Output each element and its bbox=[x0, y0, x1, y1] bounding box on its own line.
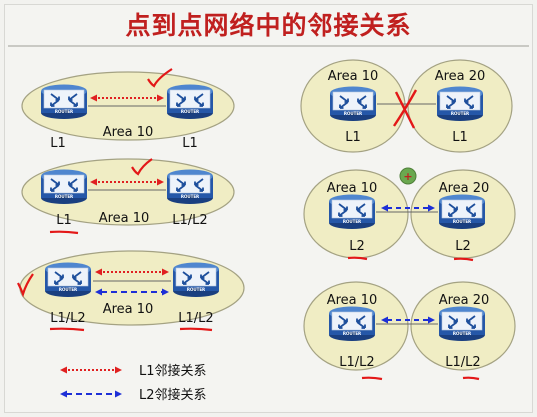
cursor-icon bbox=[399, 167, 417, 185]
left-diagram-3: Area 10 L1/L2 L1/L2 bbox=[17, 250, 245, 332]
router-b-label: L2 bbox=[455, 239, 471, 254]
underline-mark bbox=[462, 376, 480, 381]
left-diagram-1: Area 10 L1 L1 bbox=[21, 68, 235, 151]
router-icon bbox=[438, 193, 486, 230]
router-icon bbox=[44, 261, 92, 298]
left-diagram-2: Area 10 L1 L1/L2 bbox=[21, 158, 235, 235]
area-b-label: Area 20 bbox=[435, 69, 486, 84]
area-b-label: Area 20 bbox=[439, 181, 490, 196]
router-a-label: L1 bbox=[50, 136, 66, 151]
router-b-label: L1/L2 bbox=[172, 213, 207, 228]
area-label: Area 10 bbox=[103, 125, 154, 140]
router-a-label: L1 bbox=[345, 130, 361, 145]
legend-l1-arrows bbox=[60, 366, 122, 374]
legend-l2-label: L2邻接关系 bbox=[139, 387, 207, 403]
underline-mark bbox=[347, 256, 368, 261]
right-diagram-3: Area 10 Area 20 L1/L2 L1/L2 bbox=[303, 281, 516, 381]
slide-title: 点到点网络中的邻接关系 bbox=[125, 11, 412, 40]
underline-mark bbox=[361, 376, 383, 381]
router-b-label: L1 bbox=[182, 136, 198, 151]
area-a-label: Area 10 bbox=[327, 293, 378, 308]
area-b-label: Area 20 bbox=[439, 293, 490, 308]
router-icon bbox=[166, 83, 214, 120]
check-mark bbox=[131, 158, 153, 176]
underline-mark bbox=[453, 257, 474, 262]
cross-mark bbox=[393, 89, 418, 129]
router-a-label: L1 bbox=[56, 213, 72, 228]
router-icon bbox=[40, 83, 88, 120]
router-b-label: L1 bbox=[452, 130, 468, 145]
right-diagram-1: Area 10 Area 20 L1 L1 bbox=[300, 59, 513, 153]
router-icon bbox=[328, 193, 376, 230]
underline-mark bbox=[49, 327, 85, 332]
check-mark bbox=[17, 273, 34, 298]
router-icon bbox=[329, 85, 377, 122]
router-icon bbox=[172, 261, 220, 298]
router-a-label: L1/L2 bbox=[339, 355, 374, 370]
area-label: Area 10 bbox=[99, 211, 150, 226]
area-label: Area 10 bbox=[103, 302, 154, 317]
underline-mark bbox=[179, 327, 213, 332]
underline-mark bbox=[49, 230, 79, 235]
router-a-label: L1/L2 bbox=[50, 311, 85, 326]
area-a-label: Area 10 bbox=[327, 181, 378, 196]
area-a-label: Area 10 bbox=[328, 69, 379, 84]
title-divider bbox=[8, 45, 529, 47]
right-diagram-2: Area 10 Area 20 L2 L2 + bbox=[303, 167, 516, 262]
router-b-label: L1/L2 bbox=[445, 355, 480, 370]
legend: L1邻接关系 L2邻接关系 bbox=[60, 363, 207, 403]
router-b-label: L1/L2 bbox=[178, 311, 213, 326]
check-mark bbox=[147, 68, 173, 88]
legend-l1-label: L1邻接关系 bbox=[139, 363, 207, 379]
router-a-label: L2 bbox=[349, 239, 365, 254]
legend-l2-arrows bbox=[60, 390, 122, 398]
router-icon bbox=[436, 85, 484, 122]
router-icon bbox=[40, 168, 88, 205]
cursor-plus: + bbox=[403, 170, 412, 183]
router-icon bbox=[166, 168, 214, 205]
router-icon bbox=[328, 305, 376, 342]
router-icon bbox=[438, 305, 486, 342]
